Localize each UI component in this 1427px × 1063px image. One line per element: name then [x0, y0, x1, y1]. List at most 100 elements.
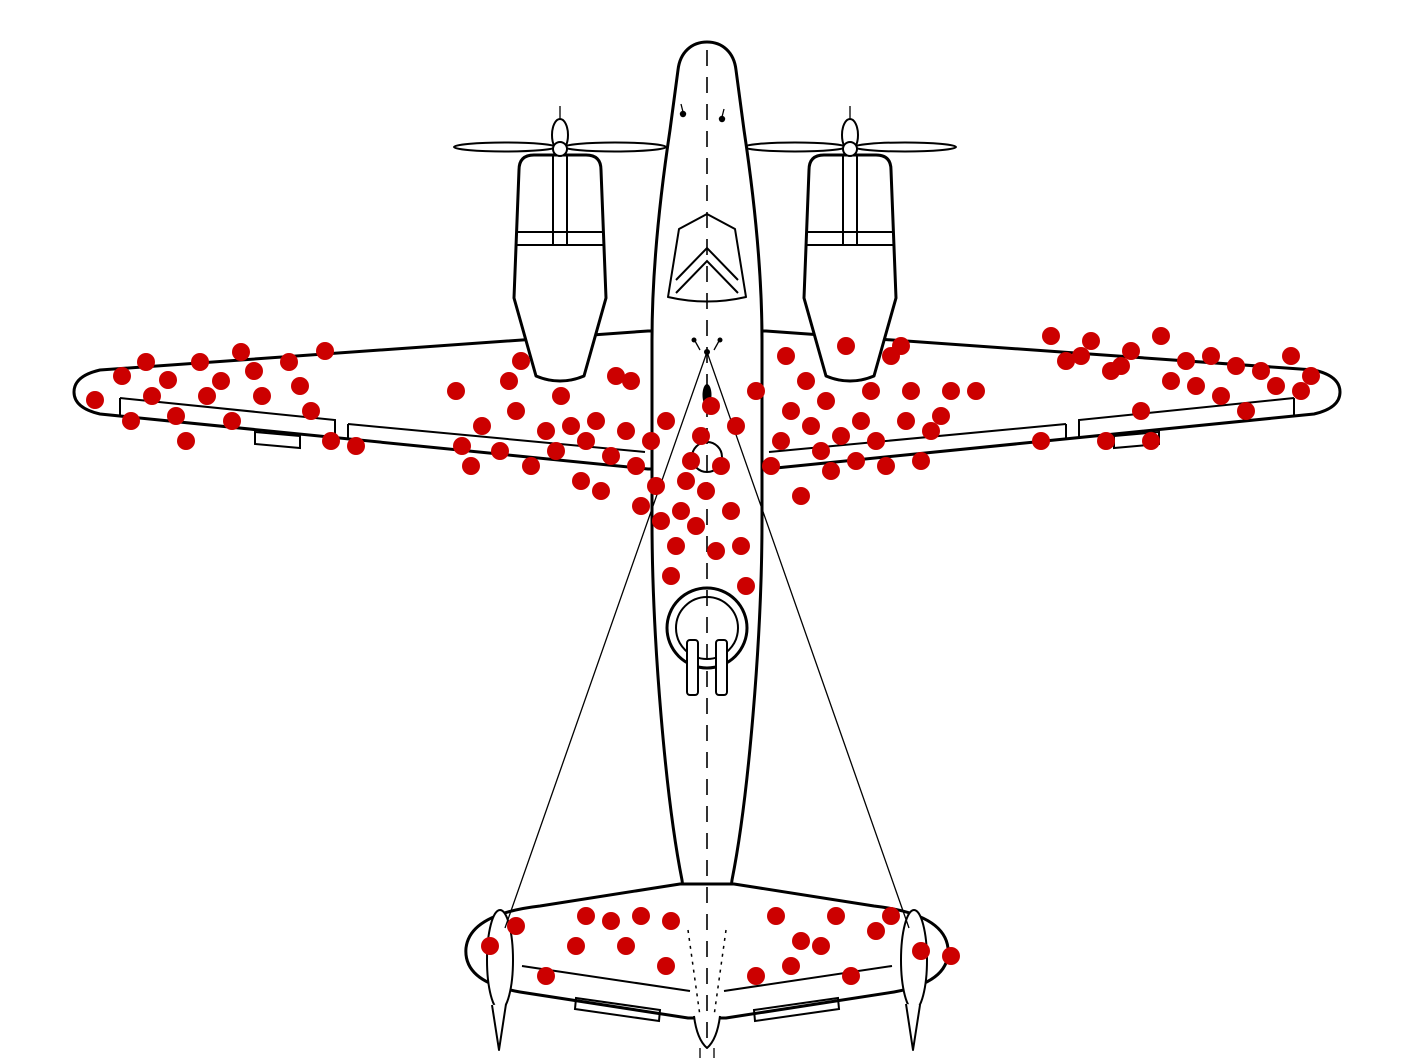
bullet-hole-dot	[587, 412, 605, 430]
bullet-hole-dot	[662, 567, 680, 585]
left-nacelle-body	[512, 153, 608, 383]
bullet-hole-dot	[897, 412, 915, 430]
bullet-hole-dot	[602, 447, 620, 465]
antenna-wire-left	[504, 351, 708, 929]
bullet-hole-dot	[347, 437, 365, 455]
bullet-hole-dot	[1177, 352, 1195, 370]
right-prop-blade-inner	[743, 141, 847, 153]
bullet-hole-dot	[772, 432, 790, 450]
left-wing-control-surfaces	[119, 397, 646, 453]
bullet-hole-dot	[113, 367, 131, 385]
bullet-hole-dot	[862, 382, 880, 400]
bullet-hole-dot	[747, 967, 765, 985]
nose-fittings	[679, 103, 726, 123]
bullet-hole-dot	[672, 502, 690, 520]
bullet-hole-dot	[1227, 357, 1245, 375]
bullet-hole-dot	[512, 352, 530, 370]
bullet-hole-dot	[137, 353, 155, 371]
bullet-hole-dot	[1122, 342, 1140, 360]
bullet-hole-dot	[842, 967, 860, 985]
bullet-hole-dot	[632, 907, 650, 925]
bullet-hole-dot	[1032, 432, 1050, 450]
bullet-hole-dot	[1202, 347, 1220, 365]
right-prop-hub	[842, 141, 858, 157]
bullet-hole-dot	[697, 482, 715, 500]
bullet-hole-dot	[662, 912, 680, 930]
bullet-hole-dot	[577, 907, 595, 925]
bullet-hole-dot	[522, 457, 540, 475]
bullet-hole-dot	[167, 407, 185, 425]
bullet-hole-dot	[291, 377, 309, 395]
bullet-hole-dot	[722, 502, 740, 520]
bullet-hole-dot	[877, 457, 895, 475]
bullet-hole-dot	[462, 457, 480, 475]
left-prop-hub	[552, 141, 568, 157]
bullet-hole-dot	[692, 427, 710, 445]
bullet-hole-dot	[737, 577, 755, 595]
bullet-hole-dot	[280, 353, 298, 371]
bullet-hole-dot	[617, 422, 635, 440]
turret-gun-left	[686, 639, 699, 696]
bullet-hole-dot	[792, 932, 810, 950]
bullet-hole-dot	[1267, 377, 1285, 395]
bullet-hole-dot	[617, 937, 635, 955]
bullet-hole-dot	[812, 442, 830, 460]
bullet-hole-dot	[1057, 352, 1075, 370]
bullet-hole-dot	[707, 542, 725, 560]
bullet-hole-dot	[852, 412, 870, 430]
bullet-hole-dot	[1187, 377, 1205, 395]
bullet-hole-dot	[1212, 387, 1230, 405]
bullet-hole-dot	[832, 427, 850, 445]
bullet-hole-dot	[802, 417, 820, 435]
tail-fin-right	[900, 909, 928, 1051]
bullet-hole-dot	[792, 487, 810, 505]
bullet-hole-dot	[782, 957, 800, 975]
bullet-hole-dot	[1162, 372, 1180, 390]
bullet-hole-dot	[967, 382, 985, 400]
tail-fin-left	[486, 909, 514, 1051]
bullet-hole-dot	[607, 367, 625, 385]
bullet-hole-dot	[882, 907, 900, 925]
bullet-hole-dot	[652, 512, 670, 530]
bullet-hole-dot	[732, 537, 750, 555]
bullet-hole-dot	[191, 353, 209, 371]
bullet-hole-dot	[507, 917, 525, 935]
bullet-hole-dot	[1042, 327, 1060, 345]
bullet-hole-dot	[712, 457, 730, 475]
bullet-hole-dot	[302, 402, 320, 420]
bullet-hole-dot	[902, 382, 920, 400]
bullet-hole-dot	[177, 432, 195, 450]
bullet-hole-dot	[762, 457, 780, 475]
bullet-hole-dot	[1097, 432, 1115, 450]
bullet-hole-dot	[647, 477, 665, 495]
bullet-hole-dot	[727, 417, 745, 435]
bullet-hole-dot	[537, 967, 555, 985]
bullet-hole-dot	[1112, 357, 1130, 375]
bullet-hole-dot	[316, 342, 334, 360]
bullet-hole-dot	[922, 422, 940, 440]
bullet-hole-dot	[817, 392, 835, 410]
bullet-hole-dot	[827, 907, 845, 925]
bullet-hole-dot	[932, 407, 950, 425]
engine-nacelle-left	[512, 153, 608, 383]
bullet-hole-dot	[657, 412, 675, 430]
bullet-hole-dot	[1282, 347, 1300, 365]
bullet-hole-dots	[86, 327, 1320, 985]
bullet-hole-dot	[1142, 432, 1160, 450]
bullet-hole-dot	[1292, 382, 1310, 400]
bullet-hole-dot	[122, 412, 140, 430]
antenna-mast	[691, 337, 723, 355]
bullet-hole-dot	[1252, 362, 1270, 380]
right-prop-blade-outer	[853, 141, 957, 153]
bullet-hole-dot	[245, 362, 263, 380]
bullet-hole-dot	[212, 372, 230, 390]
bullet-hole-dot	[642, 432, 660, 450]
bullet-hole-dot	[1152, 327, 1170, 345]
bullet-hole-dot	[562, 417, 580, 435]
bullet-hole-dot	[677, 472, 695, 490]
bullet-hole-dot	[1302, 367, 1320, 385]
bullet-hole-dot	[577, 432, 595, 450]
bullet-hole-dot	[1082, 332, 1100, 350]
